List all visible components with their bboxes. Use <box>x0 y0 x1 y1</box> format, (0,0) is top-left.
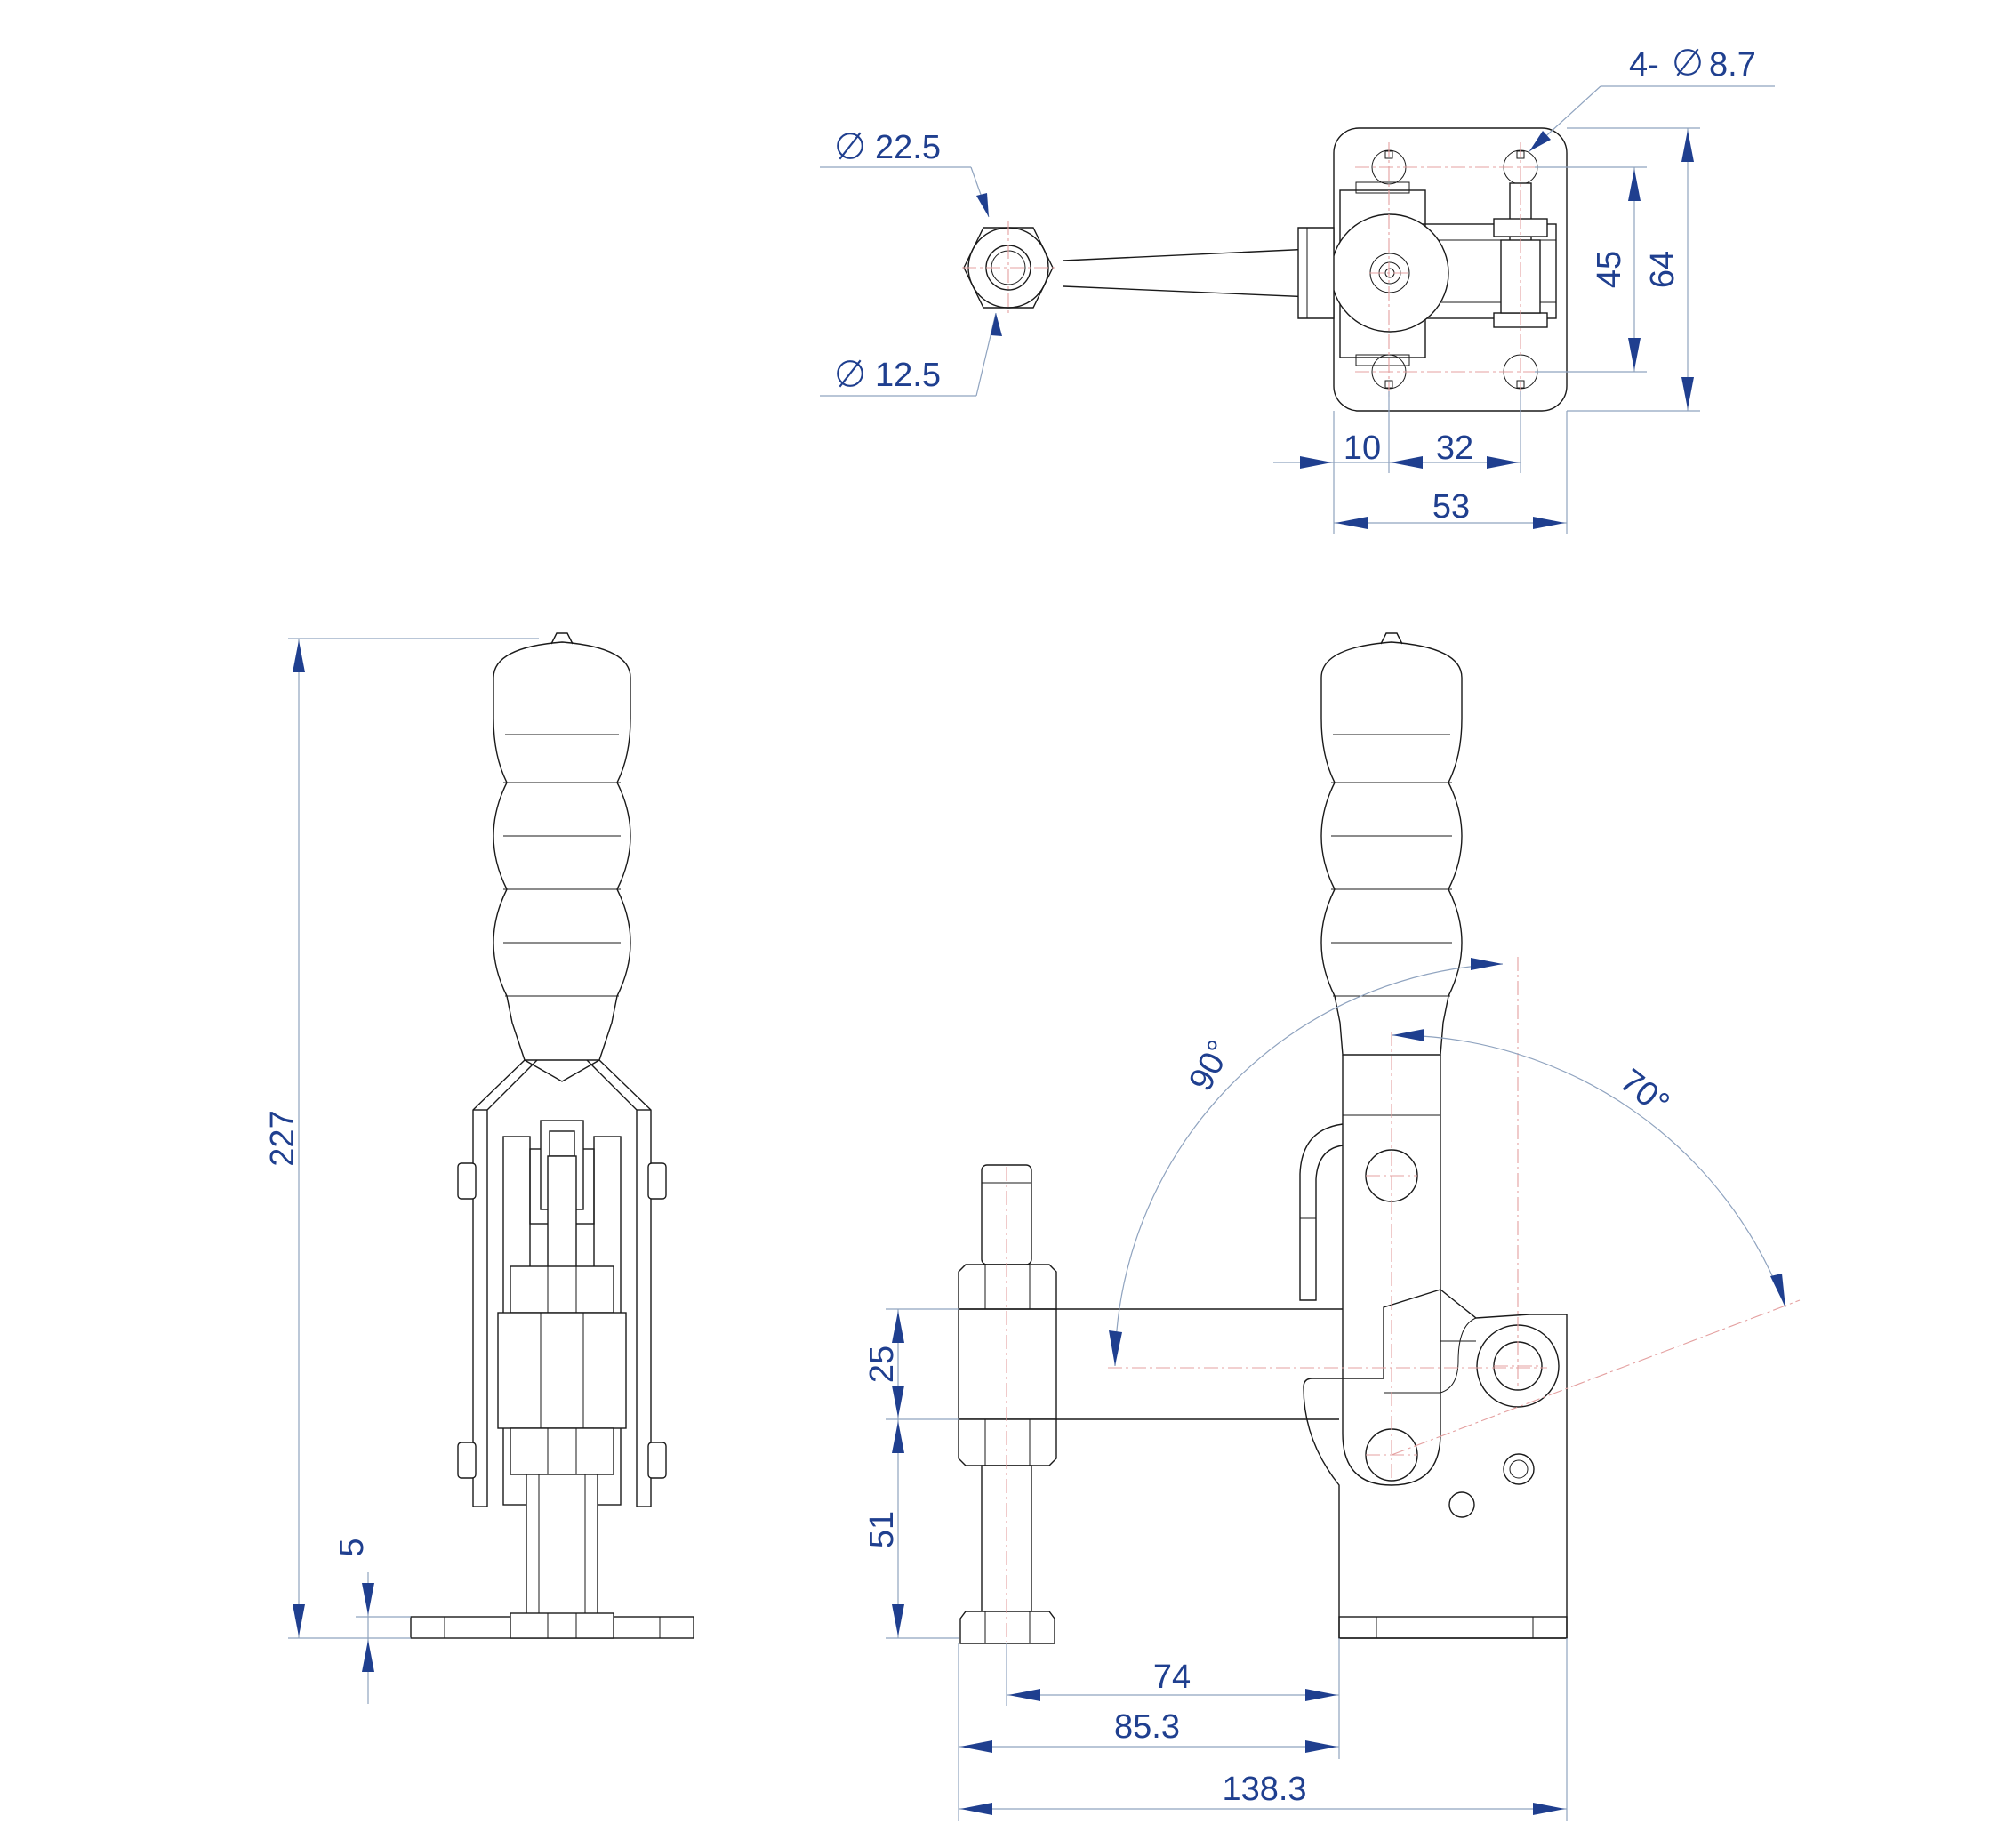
side-handle-grip <box>493 641 631 1061</box>
top-dimension-labels: 4- 8.7 22.5 12.5 45 64 10 32 53 <box>837 46 1756 526</box>
side-view: 227 5 <box>264 632 694 1704</box>
front-handle-lever <box>1342 1055 1441 1434</box>
front-dimensions <box>886 1308 1568 1821</box>
top-clamp-arm <box>1063 248 1312 298</box>
top-dimensions <box>820 85 1775 534</box>
front-hex-nut-upper <box>958 1264 1057 1310</box>
front-view: 90° 70° 25 51 74 85.3 138.3 <box>863 632 1801 1821</box>
front-hex-nut-lower <box>958 1418 1057 1466</box>
reach-853-label: 85.3 <box>1114 1708 1180 1746</box>
front-spindle-block <box>958 1308 1057 1420</box>
plate-width-label: 53 <box>1432 488 1470 526</box>
ball-inner-dia-label: 12.5 <box>875 357 941 394</box>
overall-height-label: 227 <box>264 1110 301 1166</box>
side-dimensions <box>288 638 539 1704</box>
edge-offset-label: 10 <box>1344 430 1381 467</box>
hole-pitch-h-label: 32 <box>1436 430 1473 467</box>
ball-outer-dia-label: 22.5 <box>875 129 941 166</box>
base-thickness-label: 5 <box>333 1538 371 1556</box>
overall-length-label: 138.3 <box>1222 1771 1306 1808</box>
spindle-dim-b-label: 51 <box>863 1511 901 1548</box>
front-body <box>1303 1289 1568 1639</box>
open-angle-1-label: 90° <box>1182 1034 1239 1097</box>
front-base-plate <box>1338 1616 1568 1639</box>
hole-pitch-v-label: 45 <box>1591 251 1628 288</box>
top-view: 4- 8.7 22.5 12.5 45 64 10 32 53 <box>820 46 1775 534</box>
side-hex-nut-lower <box>510 1427 614 1475</box>
open-angle-2-label: 70° <box>1613 1062 1676 1122</box>
hole-dia-label: 8.7 <box>1709 46 1756 84</box>
plate-height-label: 64 <box>1644 251 1681 288</box>
front-clamp-arm <box>1056 1308 1343 1420</box>
side-spindle-block <box>497 1312 627 1429</box>
spindle-dim-a-label: 25 <box>863 1346 901 1383</box>
hole-pattern-label: 4- <box>1629 46 1659 84</box>
reach-74-label: 74 <box>1153 1659 1191 1696</box>
front-handle-grip <box>1320 641 1463 1056</box>
front-curved-link <box>1299 1123 1344 1301</box>
front-angle-arcs <box>1109 958 1786 1367</box>
side-hex-nut-upper <box>510 1265 614 1314</box>
